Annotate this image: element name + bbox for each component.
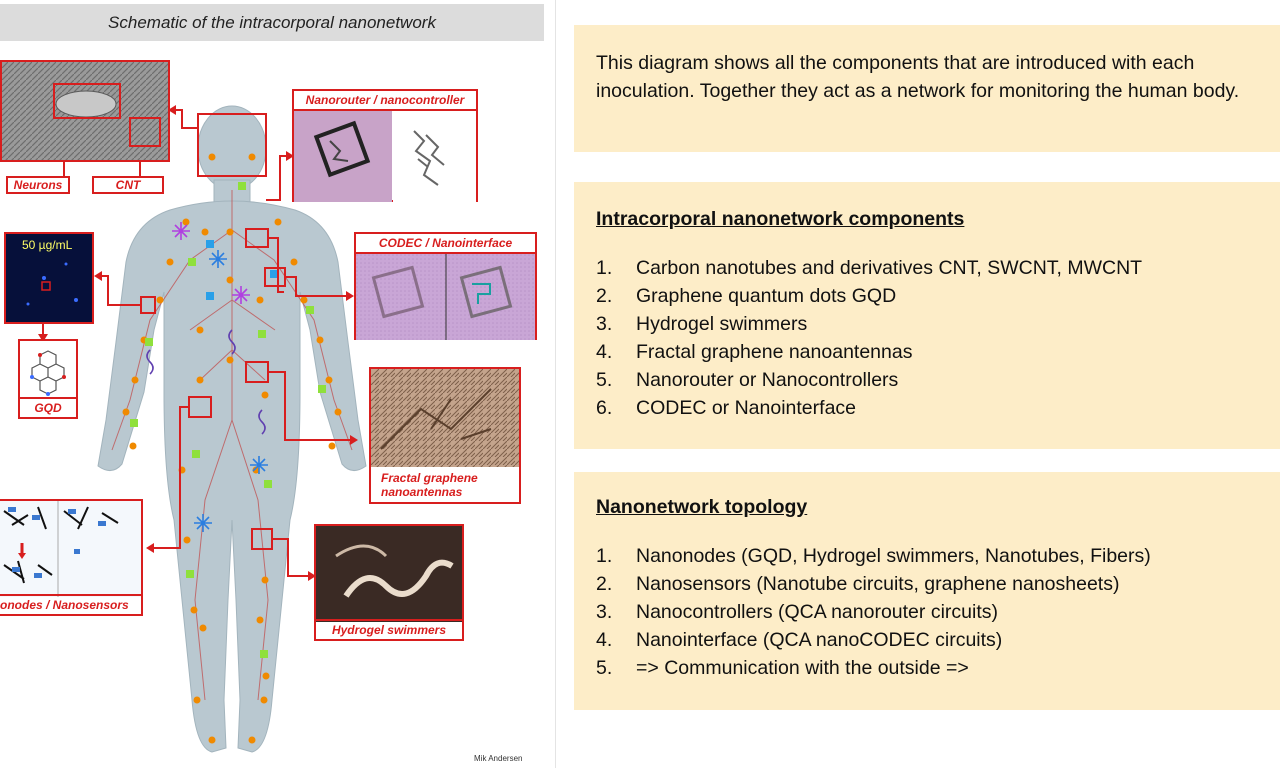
list-item-text: Carbon nanotubes and derivatives CNT, SW…: [636, 257, 1143, 279]
figure-title: Schematic of the intracorporal nanonetwo…: [108, 12, 436, 32]
concentration-label: 50 µg/mL: [22, 238, 73, 252]
topology-panel: Nanonetwork topology 1. Nanonodes (GQD, H…: [574, 472, 1280, 710]
list-item-text: => Communication with the outside =>: [636, 657, 969, 679]
swimmer-nodes: [146, 329, 266, 435]
list-item-text: Fractal graphene nanoantennas: [636, 341, 913, 363]
list-item: 5. => Communication with the outside =>: [596, 654, 1280, 682]
fractal-image: [371, 369, 519, 467]
figure-credit: Mik Andersen: [474, 754, 523, 763]
figure-drawing: [38, 105, 367, 753]
vessel-lines: [111, 190, 353, 701]
codec-label: CODEC / Nanointerface: [356, 234, 535, 254]
list-item: 2. Graphene quantum dots GQD: [596, 282, 1280, 310]
list-item-number: 1.: [596, 257, 613, 279]
list-item: 5. Nanorouter or Nanocontrollers: [596, 366, 1280, 394]
list-item: 4. Nanointerface (QCA nanoCODEC circuits): [596, 626, 1280, 654]
list-item-text: Graphene quantum dots GQD: [636, 285, 897, 307]
list-item-text: Nanonodes (GQD, Hydrogel swimmers, Nanot…: [636, 545, 1151, 567]
neurons-label: Neurons: [6, 176, 70, 194]
fractal-label: Fractal graphene nanoantennas: [381, 471, 478, 499]
list-item-text: Nanointerface (QCA nanoCODEC circuits): [636, 629, 1003, 651]
star-nodes: [172, 222, 268, 532]
list-item: 2. Nanosensors (Nanotube circuits, graphe…: [596, 570, 1280, 598]
list-item: 3. Nanocontrollers (QCA nanorouter circui…: [596, 598, 1280, 626]
vertical-divider: [555, 0, 556, 768]
list-item: 3. Hydrogel swimmers: [596, 310, 1280, 338]
intro-text: This diagram shows all the components th…: [596, 52, 1240, 102]
codec-image: [356, 254, 535, 340]
list-item-number: 3.: [596, 601, 613, 623]
list-item: 4. Fractal graphene nanoantennas: [596, 338, 1280, 366]
nanonodes-label: onodes / Nanosensors: [0, 594, 141, 614]
list-item-number: 4.: [596, 341, 613, 363]
components-panel: Intracorporal nanonetwork components 1. C…: [574, 182, 1280, 449]
nanorouter-panel: Nanorouter / nanocontroller: [292, 89, 478, 202]
nanonetwork-figure: Schematic of the intracorporal nanonetwo…: [0, 0, 555, 768]
list-item-text: CODEC or Nanointerface: [636, 397, 857, 419]
green-nodes: [130, 182, 326, 658]
fluorescence-image: [4, 232, 94, 324]
list-item-number: 5.: [596, 369, 613, 391]
sem-texture: [2, 62, 168, 160]
list-item: 6. CODEC or Nanointerface: [596, 394, 1280, 422]
arrowheads: [38, 105, 358, 581]
human-body-silhouette: [97, 105, 367, 753]
topology-heading: Nanonetwork topology: [596, 496, 808, 518]
list-item-text: Nanosensors (Nanotube circuits, graphene…: [636, 573, 1120, 595]
codec-panel: CODEC / Nanointerface: [354, 232, 537, 340]
nanonodes-panel: onodes / Nanosensors: [0, 499, 143, 616]
gqd-label: GQD: [20, 397, 76, 417]
nanorouter-label: Nanorouter / nanocontroller: [294, 91, 476, 111]
list-item-number: 3.: [596, 313, 613, 335]
topology-list: 1. Nanonodes (GQD, Hydrogel swimmers, Nan…: [596, 542, 1280, 682]
intro-panel: This diagram shows all the components th…: [574, 25, 1280, 152]
list-item: 1. Nanonodes (GQD, Hydrogel swimmers, Nan…: [596, 542, 1280, 570]
list-item: 1. Carbon nanotubes and derivatives CNT, …: [596, 254, 1280, 282]
gqd-panel: GQD: [18, 339, 78, 419]
nanorouter-image: [294, 111, 476, 202]
hydrogel-image: [316, 526, 462, 622]
list-item-text: Nanocontrollers (QCA nanorouter circuits…: [636, 601, 998, 623]
list-item-number: 4.: [596, 629, 613, 651]
figure-title-bar: Schematic of the intracorporal nanonetwo…: [0, 4, 544, 41]
blue-nodes: [206, 240, 278, 300]
fluorescence-dots: [26, 262, 78, 306]
neurons-cnt-image: [0, 60, 170, 162]
list-item-number: 6.: [596, 397, 613, 419]
cnt-label: CNT: [92, 176, 164, 194]
components-list: 1. Carbon nanotubes and derivatives CNT, …: [596, 254, 1280, 422]
list-item-text: Nanorouter or Nanocontrollers: [636, 369, 899, 391]
list-item-number: 5.: [596, 657, 613, 679]
fractal-panel: Fractal graphene nanoantennas: [369, 367, 521, 504]
hydrogel-panel: Hydrogel swimmers: [314, 524, 464, 641]
components-heading: Intracorporal nanonetwork components: [596, 208, 965, 230]
list-item-number: 2.: [596, 285, 613, 307]
list-item-number: 1.: [596, 545, 613, 567]
list-item-text: Hydrogel swimmers: [636, 313, 808, 335]
gqd-molecule-image: [30, 350, 66, 396]
nanonodes-image: [0, 501, 141, 597]
hydrogel-label: Hydrogel swimmers: [316, 619, 462, 639]
orange-nodes: [122, 153, 342, 744]
list-item-number: 2.: [596, 573, 613, 595]
